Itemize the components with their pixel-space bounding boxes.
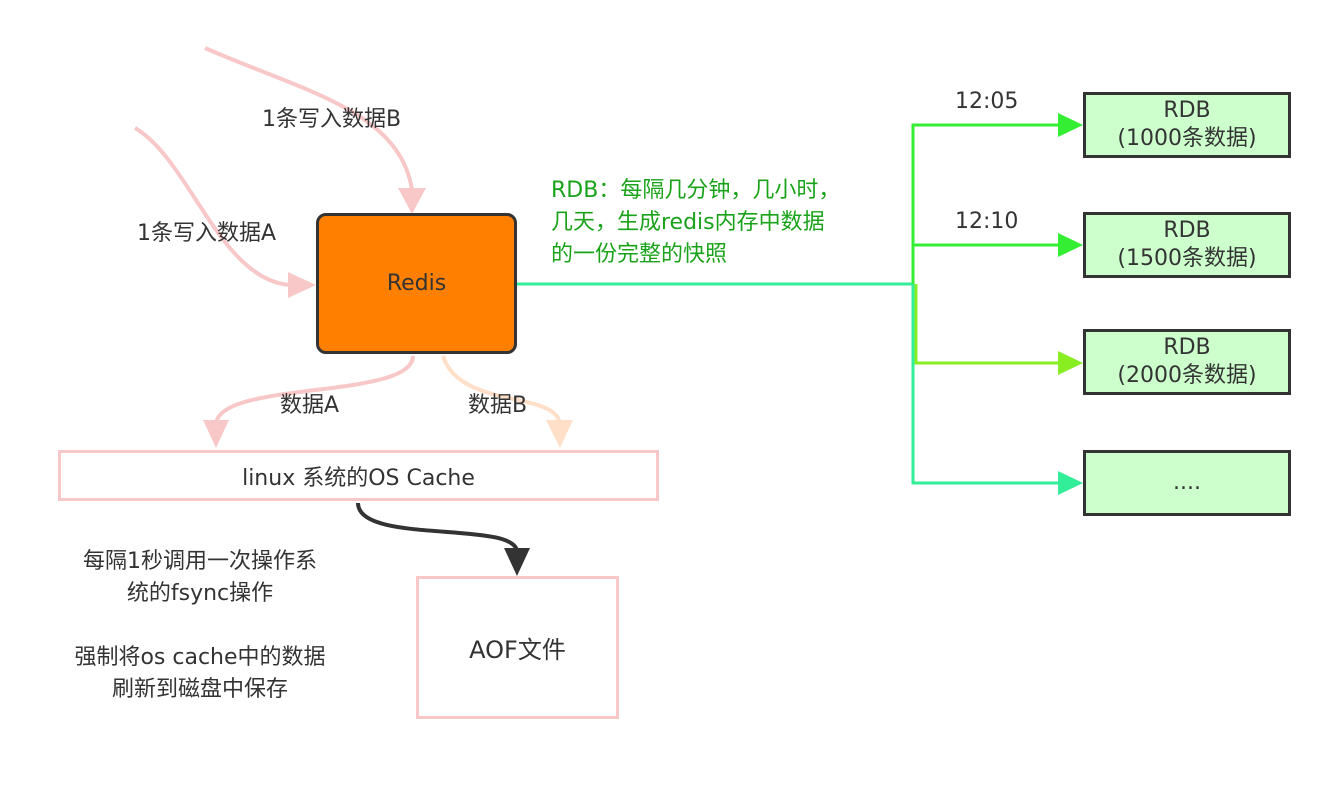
write-a-label: 1条写入数据A <box>137 221 277 246</box>
rdb-branch-3 <box>914 284 1060 365</box>
rdb-title: RDB <box>1163 335 1211 360</box>
fsync-note-line-3: 强制将os cache中的数据 <box>74 645 326 670</box>
data-a-arrowhead <box>203 420 229 448</box>
rdb-snapshot-1: RDB (1000条数据) <box>1083 92 1291 158</box>
os-cache-label: linux 系统的OS Cache <box>242 465 475 491</box>
rdb-branch-4 <box>911 284 1060 485</box>
fsync-arrow <box>356 502 519 553</box>
time-label-1210: 12:10 <box>955 209 1019 234</box>
rdb-snapshot-2: RDB (1500条数据) <box>1083 212 1291 278</box>
time-label-1205: 12:05 <box>955 89 1019 114</box>
rdb-note-line-3: 的一份完整的快照 <box>551 242 728 267</box>
aof-label: AOF文件 <box>469 636 566 664</box>
fsync-arrowhead <box>504 548 530 576</box>
write-b-label: 1条写入数据B <box>262 107 402 132</box>
rdb-title: RDB <box>1163 218 1211 243</box>
rdb-title: .... <box>1173 470 1201 495</box>
rdb-note-line-2: 几天，生成redis内存中数据 <box>551 210 825 235</box>
write-b-arrow <box>204 46 414 191</box>
redis-node: Redis <box>316 213 517 354</box>
rdb-arrowhead-4 <box>1058 471 1083 495</box>
aof-file-node: AOF文件 <box>416 576 619 719</box>
rdb-branch-1 <box>911 123 1060 284</box>
rdb-arrowhead-3 <box>1058 351 1083 375</box>
data-b-arrowhead <box>546 420 573 448</box>
rdb-count: (1500条数据) <box>1117 246 1257 271</box>
rdb-snapshot-more: .... <box>1083 450 1291 516</box>
rdb-arrowhead-2 <box>1058 233 1083 257</box>
write-a-arrowhead <box>288 272 316 298</box>
fsync-note-line-2: 统的fsync操作 <box>126 581 274 606</box>
redis-label: Redis <box>386 271 447 296</box>
data-a-arrow <box>214 355 415 426</box>
data-b-arrow <box>441 355 562 426</box>
rdb-count: (1000条数据) <box>1117 126 1257 151</box>
fsync-note-line-4: 刷新到磁盘中保存 <box>111 677 288 702</box>
write-b-arrowhead <box>398 188 426 214</box>
os-cache-node: linux 系统的OS Cache <box>58 450 659 501</box>
rdb-count: (2000条数据) <box>1117 363 1257 388</box>
data-b-label: 数据B <box>468 393 528 418</box>
fsync-note-line-1: 每隔1秒调用一次操作系 <box>83 549 317 574</box>
data-a-label: 数据A <box>280 393 340 418</box>
write-a-arrow <box>133 126 291 287</box>
rdb-snapshot-3: RDB (2000条数据) <box>1083 329 1291 395</box>
rdb-arrowhead-1 <box>1058 113 1083 137</box>
rdb-note-line-1: RDB：每隔几分钟，几小时， <box>551 178 841 203</box>
rdb-title: RDB <box>1163 98 1211 123</box>
rdb-branch-2 <box>911 243 1060 284</box>
